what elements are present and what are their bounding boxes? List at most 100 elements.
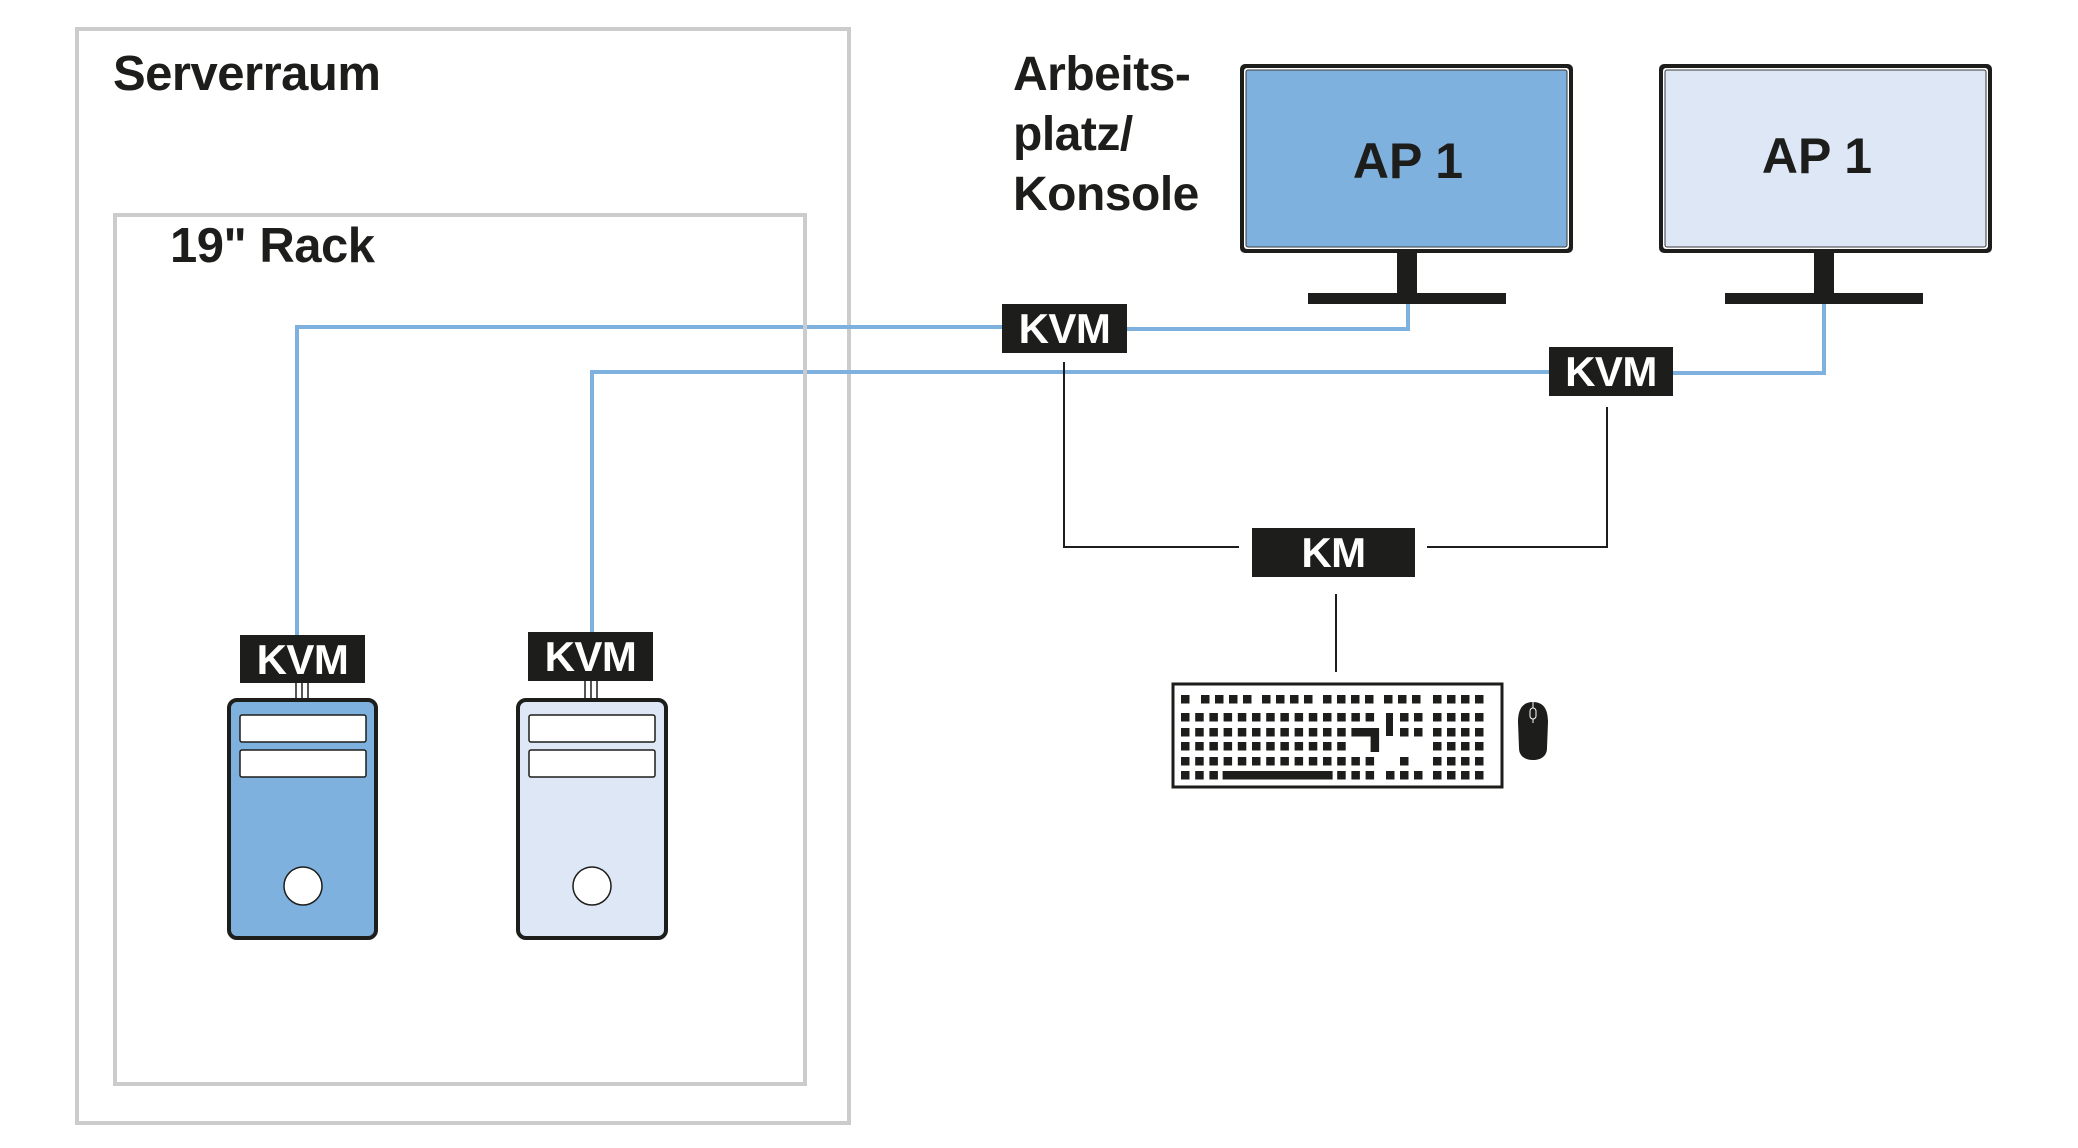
monitor-1-screen xyxy=(1245,69,1568,248)
workstation-label-line-1: Arbeits- xyxy=(1013,48,1190,101)
server-1-kvm-tag-label: KVM xyxy=(257,636,349,683)
keyboard-key xyxy=(1337,695,1346,704)
keyboard-key xyxy=(1447,713,1456,722)
keyboard-key xyxy=(1280,713,1289,722)
keyboard-key xyxy=(1276,695,1285,704)
km-switch[interactable]: KM xyxy=(1252,528,1415,577)
keyboard-key xyxy=(1323,757,1332,766)
keyboard-key xyxy=(1252,728,1261,737)
console-kvm-1[interactable]: KVM xyxy=(1002,304,1127,353)
keyboard-key xyxy=(1252,713,1261,722)
keyboard-key xyxy=(1308,757,1318,766)
keyboard-key xyxy=(1365,771,1375,780)
keyboard-spacebar xyxy=(1222,771,1333,780)
keyboard-key xyxy=(1365,695,1374,704)
keyboard-key xyxy=(1195,757,1204,766)
keyboard-key xyxy=(1308,728,1318,737)
keyboard-key xyxy=(1209,742,1218,751)
keyboard-key xyxy=(1266,728,1275,737)
console-kvm-2-box xyxy=(1549,347,1673,396)
keyboard-key xyxy=(1294,742,1304,751)
keyboard-key xyxy=(1351,713,1360,722)
km-cable-kvm-1 xyxy=(1063,362,1239,548)
keyboard-key xyxy=(1365,757,1375,766)
console-kvm-2-label: KVM xyxy=(1565,348,1657,395)
server-tower-2[interactable]: KVM xyxy=(516,632,668,940)
keyboard-key xyxy=(1475,728,1484,737)
keyboard-key xyxy=(1181,771,1190,780)
monitor-1[interactable]: AP 1 xyxy=(1240,64,1573,304)
keyboard-key xyxy=(1433,742,1442,751)
keyboard-key xyxy=(1414,771,1423,780)
keyboard-key xyxy=(1229,695,1238,704)
keyboard-key xyxy=(1195,713,1204,722)
keyboard-icon[interactable] xyxy=(1171,682,1504,789)
keyboard-key xyxy=(1412,695,1421,704)
keyboard-key xyxy=(1447,728,1456,737)
workstation-label-line-3: Konsole xyxy=(1013,168,1199,221)
keyboard-key xyxy=(1181,757,1190,766)
keyboard-key xyxy=(1323,742,1332,751)
server-1-kvm-tag xyxy=(240,635,365,683)
keyboard-keys xyxy=(1181,695,1484,780)
keyboard-key xyxy=(1461,771,1470,780)
keyboard-key xyxy=(1461,695,1470,704)
kvm-cable-monitor-2 xyxy=(1673,304,1826,375)
keyboard-key xyxy=(1181,728,1190,737)
server-1-drive-bay-1 xyxy=(239,714,367,743)
km-cable-kvm-2 xyxy=(1427,407,1608,548)
keyboard-key xyxy=(1223,757,1233,766)
keyboard-key xyxy=(1475,757,1484,766)
keyboard-key xyxy=(1461,757,1470,766)
server-2-power-button xyxy=(572,866,612,906)
server-tower-1[interactable]: KVM xyxy=(227,635,378,940)
keyboard-key xyxy=(1433,695,1442,704)
keyboard-key xyxy=(1337,771,1346,780)
keyboard-key xyxy=(1351,757,1360,766)
keyboard-key xyxy=(1433,728,1442,737)
server-1-drive-bay-2 xyxy=(239,749,367,778)
server-1-power-button xyxy=(283,866,323,906)
keyboard-key xyxy=(1195,771,1204,780)
keyboard-key xyxy=(1400,728,1409,737)
monitor-1-label: AP 1 xyxy=(1353,133,1463,189)
keyboard-key xyxy=(1414,713,1423,722)
keyboard-key xyxy=(1237,742,1247,751)
server-2-kvm-tag xyxy=(528,632,653,681)
keyboard-key xyxy=(1243,695,1252,704)
keyboard-key xyxy=(1351,695,1360,704)
keyboard-key xyxy=(1294,713,1304,722)
server-room-zone xyxy=(75,27,851,1125)
keyboard-key xyxy=(1252,742,1261,751)
mouse-icon[interactable] xyxy=(1518,702,1548,760)
kvm-cable-server-1 xyxy=(295,325,1002,635)
keyboard-key xyxy=(1337,713,1346,722)
keyboard-key xyxy=(1237,713,1247,722)
keyboard-key xyxy=(1447,742,1456,751)
monitor-2-stand-base xyxy=(1725,293,1923,304)
keyboard-key xyxy=(1386,771,1395,780)
monitor-1-stand-base xyxy=(1308,293,1506,304)
keyboard-key xyxy=(1290,695,1299,704)
keyboard-key xyxy=(1414,728,1423,737)
keyboard-key xyxy=(1475,695,1484,704)
keyboard-key xyxy=(1215,695,1224,704)
keyboard-key xyxy=(1266,742,1275,751)
monitor-2[interactable]: AP 1 xyxy=(1659,64,1992,304)
keyboard-key xyxy=(1461,742,1470,751)
keyboard-key xyxy=(1262,695,1271,704)
keyboard-arrow-up xyxy=(1400,757,1409,766)
rack-label: 19" Rack xyxy=(170,219,376,273)
km-switch-label: KM xyxy=(1301,529,1365,576)
keyboard-enter-key xyxy=(1351,728,1374,737)
keyboard-key xyxy=(1223,742,1233,751)
keyboard-key xyxy=(1447,771,1456,780)
monitor-2-stand-neck xyxy=(1814,253,1834,295)
keyboard-key xyxy=(1365,713,1375,722)
keyboard-key xyxy=(1475,742,1484,751)
keyboard-key xyxy=(1195,728,1204,737)
keyboard-key xyxy=(1209,728,1218,737)
keyboard-key xyxy=(1280,728,1289,737)
console-kvm-2[interactable]: KVM xyxy=(1549,347,1673,396)
